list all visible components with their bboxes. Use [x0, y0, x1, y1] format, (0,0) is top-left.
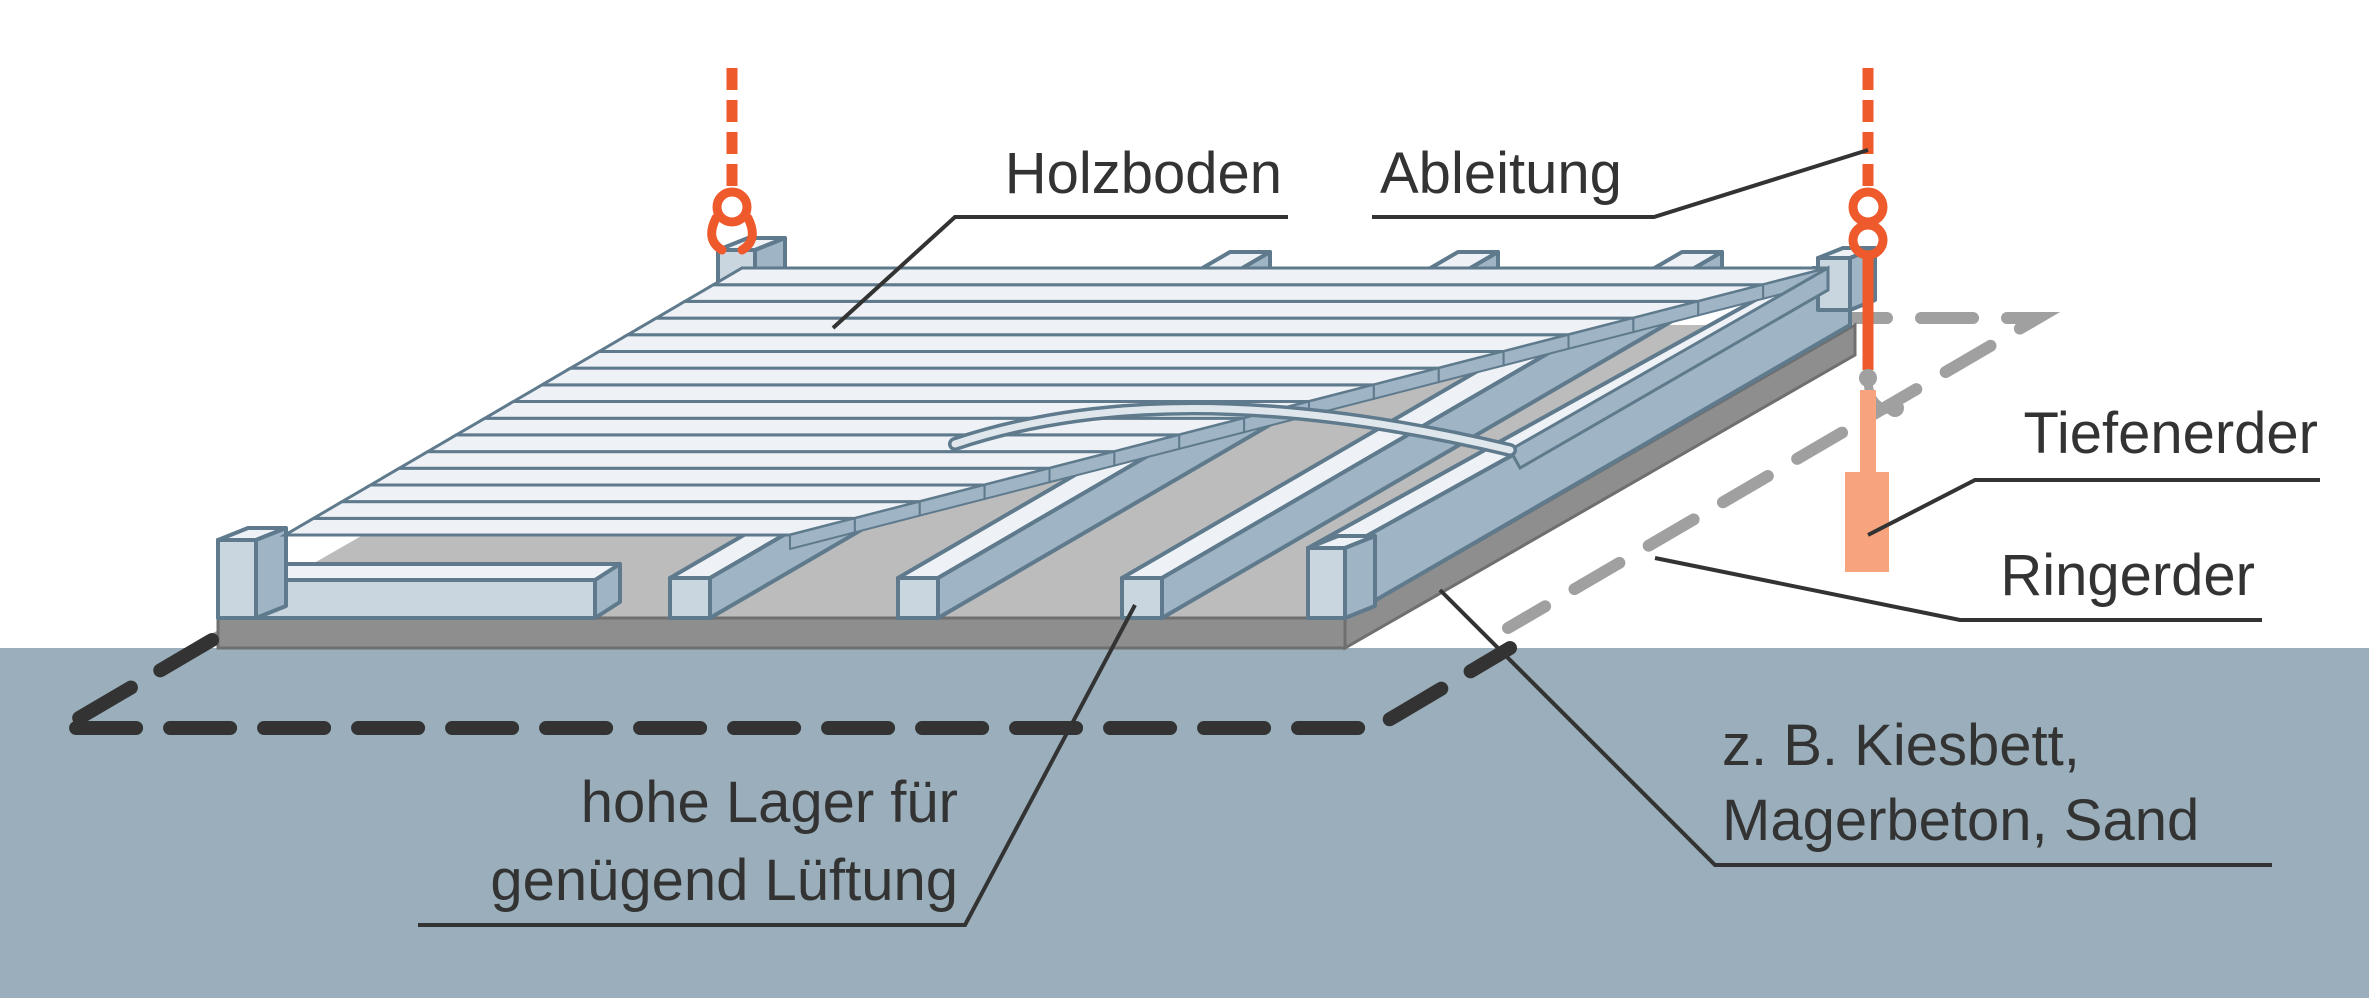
ground-area: [0, 648, 2369, 998]
floor-plank: [565, 349, 1504, 370]
base-slab-front: [216, 616, 1347, 650]
floor-plank: [679, 283, 1764, 303]
floor-plank: [422, 433, 1180, 454]
label-lager-line2: genügend Lüftung: [490, 848, 958, 913]
ring-earth-front-dashed: [36, 633, 1517, 735]
floor-plank: [308, 500, 921, 520]
label-kiesbett-line1: z. B. Kiesbett,: [1722, 713, 2080, 778]
leader-lager: [418, 604, 1137, 927]
floor-side-beam: [1507, 265, 1830, 471]
label-ableitung: Ableitung: [1380, 141, 1622, 206]
floor-plank: [536, 366, 1440, 387]
floor-plank: [336, 483, 985, 504]
conductor-left: [707, 68, 757, 255]
label-kiesbett-line2: Magerbeton, Sand: [1722, 788, 2199, 853]
post-front-left: [216, 526, 288, 620]
floor-plank: [593, 333, 1569, 353]
floorboard-cut-edge-highlight: [951, 405, 1514, 454]
leader-ableitung: [1372, 148, 1869, 219]
wooden-floor-planks: [279, 265, 1830, 551]
joist-left-front: [256, 562, 622, 620]
label-lager-line1: hohe Lager für: [581, 770, 958, 835]
label-holzboden: Holzboden: [1005, 141, 1282, 206]
leader-kiesbett: [1438, 588, 2272, 867]
leader-tiefenerder: [1867, 478, 2320, 537]
conductor-right: [1845, 68, 1904, 572]
label-ringerder: Ringerder: [2000, 543, 2255, 608]
clamp-connector: [1859, 369, 1877, 387]
floor-plank: [365, 466, 1050, 487]
earth-rod-tiefenerder: [1860, 390, 1876, 472]
leader-ringerder: [1654, 556, 2262, 622]
leader-holzboden: [831, 215, 1288, 330]
floor-plank: [507, 383, 1375, 403]
floor-plank: [650, 299, 1699, 320]
floor-plank: [450, 416, 1245, 437]
floor-plank: [279, 516, 856, 537]
floor-plank: [622, 316, 1634, 337]
leader-lines: [418, 148, 2320, 927]
floor-plank: [393, 450, 1115, 470]
label-tiefenerder: Tiefenerder: [2024, 401, 2318, 466]
post-front-right: [1306, 534, 1377, 620]
